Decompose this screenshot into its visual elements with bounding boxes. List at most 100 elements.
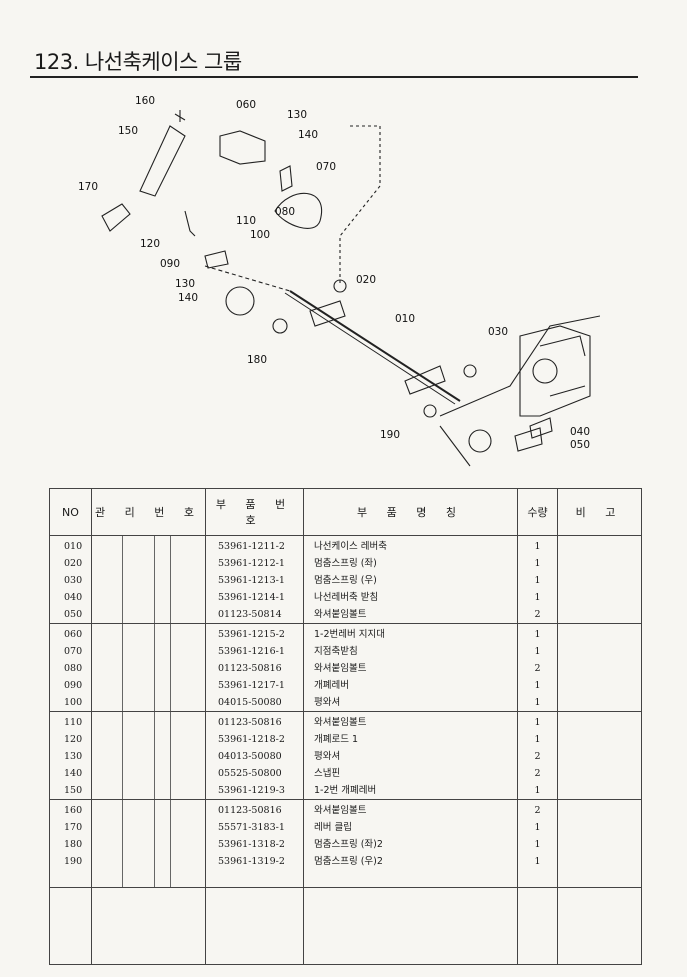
- table-row-name: 멈춤스프링 (우): [314, 575, 377, 586]
- table-row-part: 53961-1213-1: [218, 575, 285, 586]
- table-row-part: 55571-3183-1: [218, 822, 285, 833]
- mgmt-subcolumn-divider: [154, 800, 155, 887]
- header-part-name: 부 품 명 칭: [303, 488, 518, 536]
- table-row-no: 080: [64, 663, 83, 674]
- table-row-part: 01123-50816: [218, 663, 282, 674]
- table-row-part: 53961-1216-1: [218, 646, 285, 657]
- callout-label: 090: [160, 258, 180, 270]
- mgmt-subcolumn-divider: [170, 536, 171, 623]
- table-row-qty: 1: [534, 575, 541, 586]
- table-row-qty: 2: [534, 663, 541, 674]
- table-row-part: 53961-1214-1: [218, 592, 285, 603]
- table-row-name: 와셔붙임볼트: [314, 609, 367, 620]
- table-row-part: 53961-1219-3: [218, 785, 285, 796]
- header-no: NO: [49, 488, 92, 536]
- cell-part-number: 01123-50816 55571-3183-1 53961-1318-2 53961…: [205, 799, 304, 888]
- mgmt-subcolumn-divider: [170, 800, 171, 887]
- cell-part-name: [303, 887, 518, 965]
- callout-label: 050: [570, 439, 590, 451]
- table-row-no: 070: [64, 646, 83, 657]
- cell-note: [557, 623, 642, 712]
- cell-note: [557, 887, 642, 965]
- mgmt-subcolumn-divider: [170, 624, 171, 711]
- table-row-no: 010: [64, 541, 83, 552]
- table-row-no: 140: [64, 768, 83, 779]
- mgmt-subcolumn-divider: [170, 712, 171, 799]
- callout-label: 170: [78, 181, 98, 193]
- callout-label: 080: [275, 206, 295, 218]
- page-header: 123. 나선축케이스 그룹: [30, 44, 638, 78]
- callout-label: 010: [395, 313, 415, 325]
- table-row-no: 050: [64, 609, 83, 620]
- callout-label: 140: [298, 129, 318, 141]
- table-row-name: 평와셔: [314, 697, 341, 708]
- cell-mgmt-number: [91, 887, 206, 965]
- table-row-qty: 2: [534, 751, 541, 762]
- table-row-qty: 2: [534, 609, 541, 620]
- cell-mgmt-number: [91, 711, 206, 800]
- table-row-name: 와셔붙임볼트: [314, 805, 367, 816]
- table-row-qty: 2: [534, 805, 541, 816]
- table-row-qty: 1: [534, 734, 541, 745]
- table-row-part: 01123-50816: [218, 717, 282, 728]
- table-row-qty: 1: [534, 822, 541, 833]
- table-header-row: NO 관 리 번 호 부 품 번 호 부 품 명 칭 수량 비 고: [49, 488, 642, 536]
- table-row-name: 멈춤스프링 (좌): [314, 558, 377, 569]
- callout-label: 110: [236, 215, 256, 227]
- table-row-name: 나선케이스 레버축: [314, 541, 387, 552]
- table-row-part: 01123-50816: [218, 805, 282, 816]
- table-row-qty: 1: [534, 629, 541, 640]
- table-row-name: 레버 클립: [314, 822, 352, 833]
- table-row-no: 110: [64, 717, 83, 728]
- header-quantity: 수량: [517, 488, 558, 536]
- callout-label: 190: [380, 429, 400, 441]
- table-row-part: 53961-1218-2: [218, 734, 285, 745]
- table-row-no: 100: [64, 697, 83, 708]
- table-row-part: 01123-50814: [218, 609, 282, 620]
- table-row-name: 개폐레버: [314, 680, 349, 691]
- table-row-part: 53961-1319-2: [218, 856, 285, 867]
- cell-mgmt-number: [91, 799, 206, 888]
- cell-no: [49, 887, 92, 965]
- diagram-callouts: 160 060 130 150 140 070 170 080 110 100 …: [78, 95, 590, 451]
- callout-label: 120: [140, 238, 160, 250]
- mgmt-subcolumn-divider: [122, 624, 123, 711]
- table-row-name: 스냅핀: [314, 768, 341, 779]
- mgmt-subcolumn-divider: [122, 800, 123, 887]
- table-row-empty: [49, 887, 642, 965]
- table-row-part: 04015-50080: [218, 697, 282, 708]
- table-row-part: 53961-1318-2: [218, 839, 285, 850]
- mgmt-subcolumn-divider: [122, 712, 123, 799]
- mgmt-subcolumn-divider: [154, 536, 155, 623]
- table-row-qty: 1: [534, 541, 541, 552]
- mgmt-subcolumn-divider: [154, 712, 155, 799]
- cell-note: [557, 711, 642, 800]
- table-row-qty: 1: [534, 839, 541, 850]
- cell-part-number: [205, 887, 304, 965]
- table-row-name: 멈춤스프링 (우)2: [314, 856, 383, 867]
- table-row-name: 1-2번 개폐레버: [314, 785, 377, 796]
- table-row-part: 53961-1212-1: [218, 558, 285, 569]
- table-row-name: 지점축받침: [314, 646, 358, 657]
- callout-label: 160: [135, 95, 155, 107]
- header-note: 비 고: [557, 488, 642, 536]
- mgmt-subcolumn-divider: [122, 536, 123, 623]
- table-row-qty: 2: [534, 768, 541, 779]
- table-row-no: 120: [64, 734, 83, 745]
- table-row-no: 040: [64, 592, 83, 603]
- table-row-qty: 1: [534, 697, 541, 708]
- table-row-qty: 1: [534, 717, 541, 728]
